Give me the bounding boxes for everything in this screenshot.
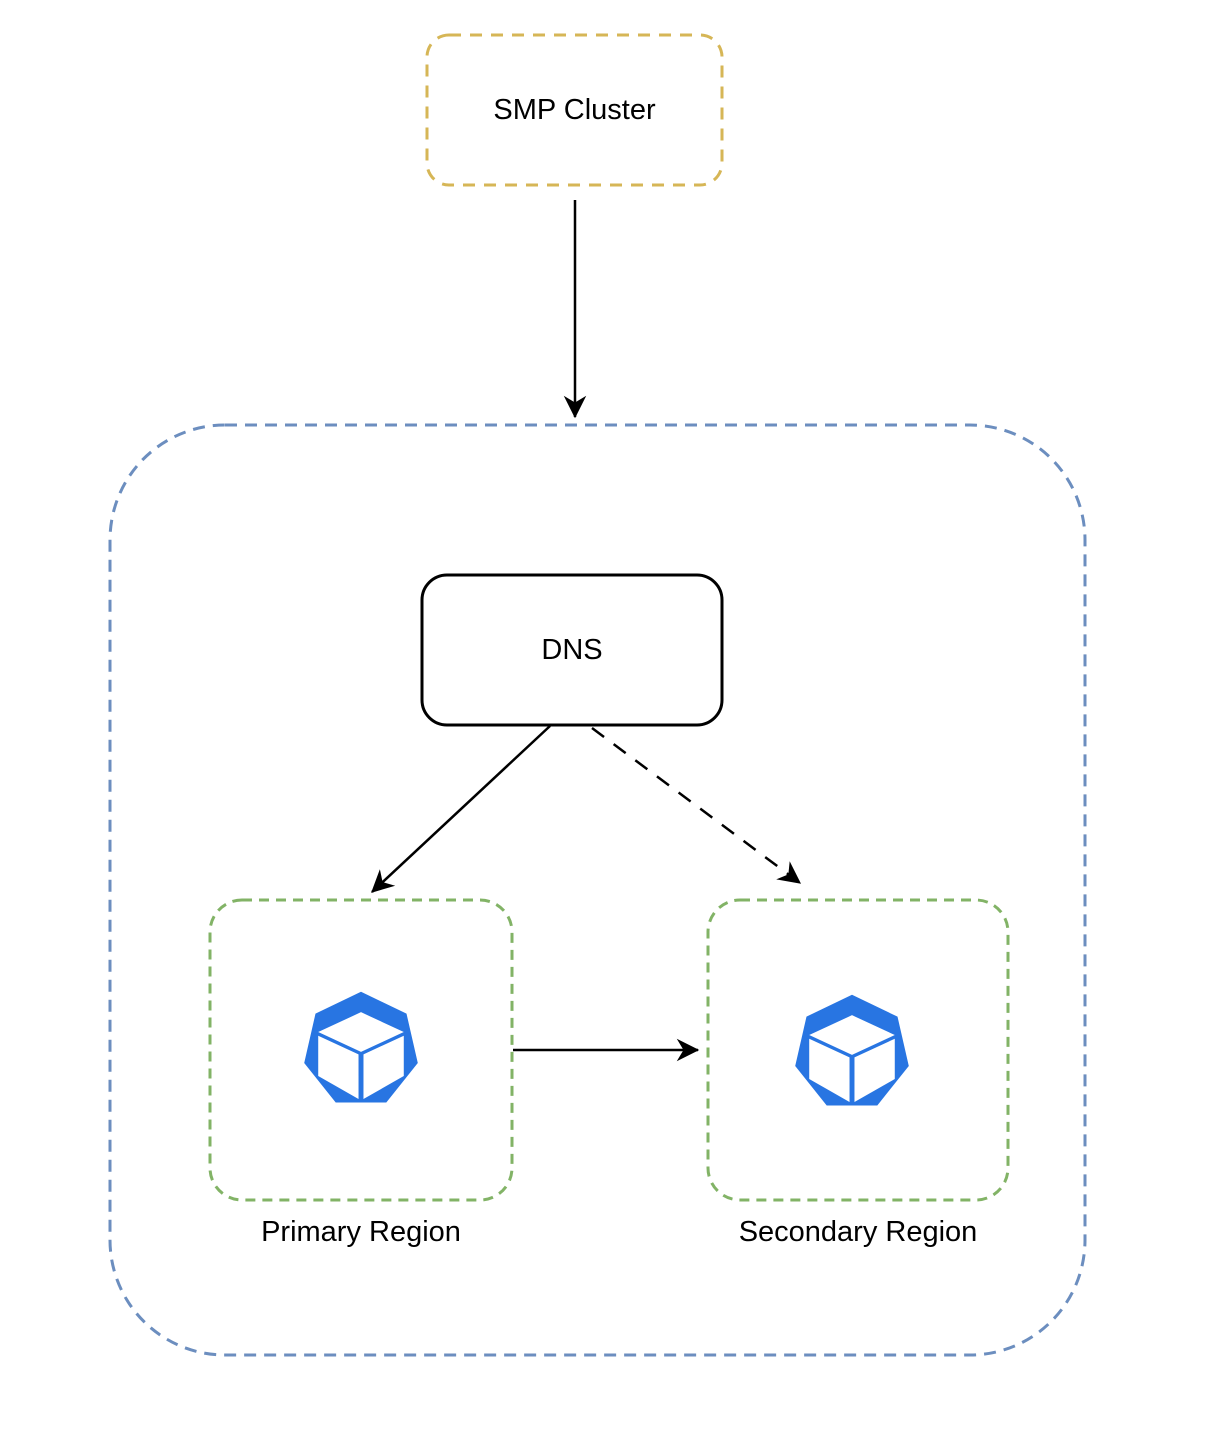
cube-right-face <box>854 1038 895 1102</box>
cube-top-face <box>809 1015 895 1055</box>
dns-box <box>420 573 724 727</box>
smp-cluster-box <box>425 33 724 187</box>
outer-boundary-box <box>108 423 1087 1357</box>
secondary-region-label: Secondary Region <box>738 1216 978 1248</box>
smp-cluster-label: SMP Cluster <box>493 93 656 126</box>
arrow-dns-to-primary <box>371 725 551 893</box>
cube-top-face <box>318 1012 404 1052</box>
arrow-dns-to-secondary-dashed <box>591 726 802 885</box>
cube-left-face <box>318 1035 359 1099</box>
kubernetes-node-icon <box>790 991 914 1115</box>
cube-left-face <box>809 1038 850 1102</box>
cube-right-face <box>363 1035 404 1099</box>
primary-region-label: Primary Region <box>261 1216 461 1248</box>
kubernetes-node-icon <box>299 988 423 1112</box>
dns-label: DNS <box>541 633 603 666</box>
